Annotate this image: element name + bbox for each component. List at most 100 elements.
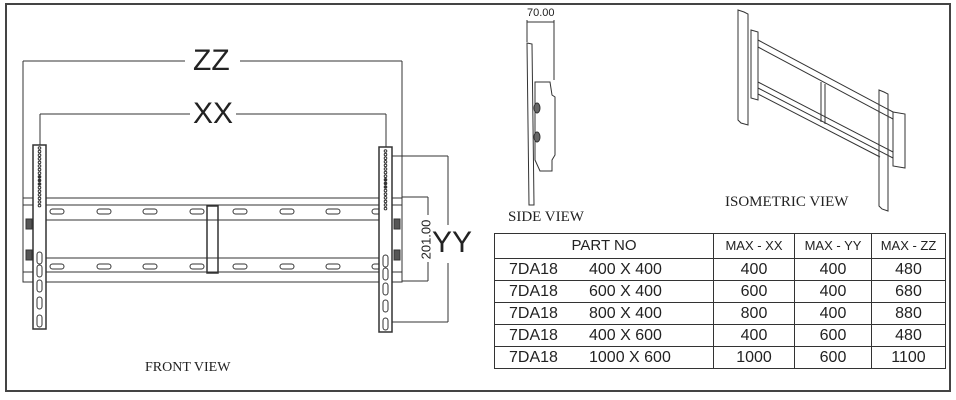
rail-slot <box>325 263 341 270</box>
part-cell: 7DA18 1000 X 600 <box>494 346 714 369</box>
mounting-hole <box>37 182 42 186</box>
mounting-hole <box>383 181 388 186</box>
mounting-hole <box>383 163 388 168</box>
part-number: 7DA18 <box>509 348 558 366</box>
part-number: 7DA18 <box>509 304 558 322</box>
mounting-slot <box>36 296 43 310</box>
rail-slot <box>325 208 341 215</box>
side-view-drawing <box>526 20 556 206</box>
header-part-no: PART NO <box>494 233 714 259</box>
max-xx-cell: 600 <box>713 280 795 303</box>
mounting-hole <box>383 192 388 196</box>
mounting-slot <box>36 314 43 328</box>
max-zz-cell: 1100 <box>871 346 946 369</box>
mounting-hole <box>37 185 42 190</box>
mounting-hole <box>383 156 388 160</box>
right-vertical-bracket <box>378 146 393 333</box>
mounting-hole <box>37 178 42 183</box>
mounting-hole <box>383 174 388 178</box>
max-xx-cell: 1000 <box>713 346 795 369</box>
part-number: 7DA18 <box>509 326 558 344</box>
mounting-hole <box>37 175 42 179</box>
rail-slot <box>96 263 112 270</box>
xx-dimension-label: XX <box>193 97 234 130</box>
mounting-hole <box>37 193 42 197</box>
mounting-hole <box>37 200 42 204</box>
mounting-hole <box>383 199 388 204</box>
max-yy-cell: 400 <box>794 258 872 281</box>
max-xx-cell: 400 <box>713 258 795 281</box>
mounting-hole <box>383 160 388 164</box>
part-cell: 7DA18 800 X 400 <box>494 302 714 325</box>
xx-dimension-line <box>39 113 387 147</box>
mounting-hole <box>37 146 42 150</box>
mounting-hole <box>383 188 388 193</box>
mounting-slot <box>36 264 43 278</box>
rail-slot <box>49 263 65 270</box>
rail-slot <box>96 208 112 215</box>
spec-table: PART NO MAX - XX MAX - YY MAX - ZZ 7DA18… <box>494 233 946 369</box>
side-depth-dimension-label: 70.00 <box>527 7 555 19</box>
height-dimension-label: 201.00 <box>418 219 434 260</box>
mounting-slot <box>382 317 389 331</box>
locking-knobs <box>25 218 401 261</box>
rail-slot <box>142 263 158 270</box>
zz-dimension-line <box>22 60 403 198</box>
mounting-slot <box>36 251 43 265</box>
mounting-hole <box>37 157 42 161</box>
mounting-hole <box>383 170 388 175</box>
mounting-hole <box>383 167 388 171</box>
mounting-hole <box>37 160 42 165</box>
rail-slot <box>232 263 248 270</box>
wall-rail <box>22 197 403 283</box>
panel-size: 400 X 400 <box>589 260 662 278</box>
left-vertical-bracket <box>32 144 47 330</box>
mounting-hole <box>383 149 388 153</box>
panel-size: 800 X 400 <box>589 304 662 322</box>
mounting-hole <box>383 206 388 211</box>
rail-slot <box>279 208 295 215</box>
zz-dimension-label: ZZ <box>193 44 230 77</box>
front-view-label: FRONT VIEW <box>145 360 231 375</box>
panel-size: 400 X 600 <box>589 326 662 344</box>
part-number: 7DA18 <box>509 282 558 300</box>
mounting-slot <box>382 282 389 296</box>
mounting-hole <box>383 196 388 200</box>
mounting-hole <box>37 189 42 193</box>
mounting-slot <box>382 267 389 281</box>
table-header-row: PART NO MAX - XX MAX - YY MAX - ZZ <box>494 233 946 259</box>
mounting-hole <box>37 167 42 172</box>
isometric-view-label: ISOMETRIC VIEW <box>725 194 849 210</box>
part-cell: 7DA18 400 X 600 <box>494 324 714 347</box>
max-xx-cell: 400 <box>713 324 795 347</box>
panel-size: 1000 X 600 <box>589 348 671 366</box>
header-max-yy: MAX - YY <box>794 233 872 259</box>
max-yy-cell: 400 <box>794 302 872 325</box>
side-view-label: SIDE VIEW <box>508 209 584 225</box>
rail-slot <box>232 208 248 215</box>
rail-slot <box>189 208 205 215</box>
max-yy-cell: 600 <box>794 346 872 369</box>
max-zz-cell: 680 <box>871 280 946 303</box>
header-max-xx: MAX - XX <box>713 233 795 259</box>
mounting-slot <box>382 299 389 313</box>
isometric-view-drawing <box>737 9 906 212</box>
rail-slot <box>279 263 295 270</box>
table-row: 7DA18 1000 X 600 1000 600 1100 <box>494 346 946 369</box>
mounting-hole <box>383 178 388 182</box>
rail-slot <box>189 263 205 270</box>
mounting-hole <box>37 203 42 208</box>
mounting-slot <box>382 254 389 268</box>
header-max-zz: MAX - ZZ <box>871 233 946 259</box>
max-zz-cell: 480 <box>871 258 946 281</box>
mounting-hole <box>383 152 388 157</box>
rail-slot <box>142 208 158 215</box>
max-yy-cell: 600 <box>794 324 872 347</box>
mounting-hole <box>37 171 42 175</box>
